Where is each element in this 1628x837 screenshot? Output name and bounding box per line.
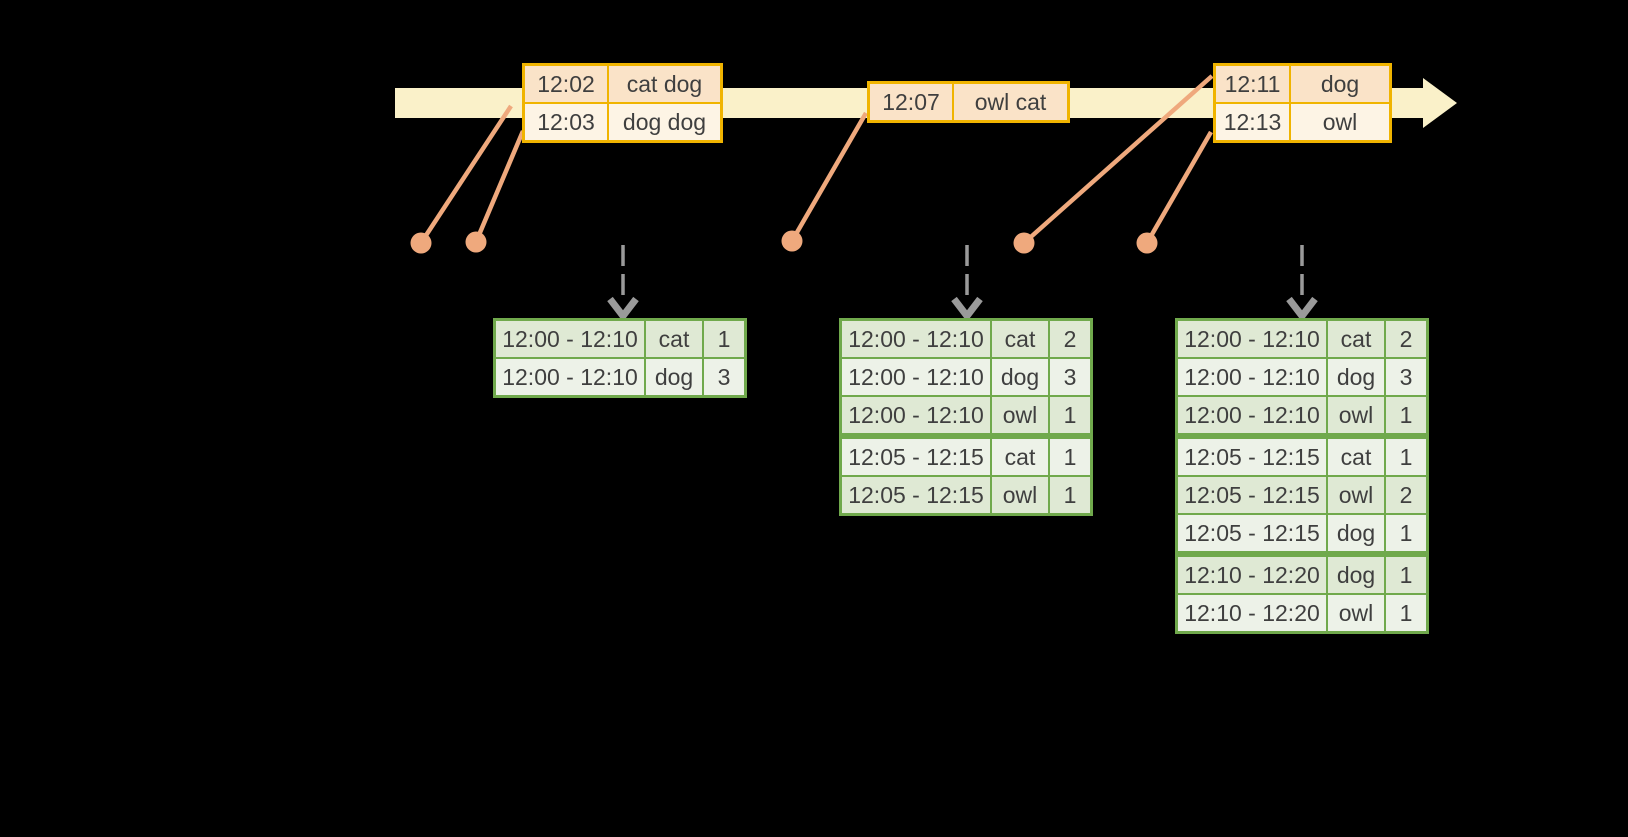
window-cell: 12:00 - 12:10: [1178, 397, 1326, 433]
count-cell: 1: [704, 321, 744, 357]
word-cell: owl: [1328, 397, 1384, 433]
arrow-down-icon: [607, 296, 639, 322]
word-cell: owl: [992, 397, 1048, 433]
count-cell: 2: [1386, 477, 1426, 513]
window-cell: 12:00 - 12:10: [496, 321, 644, 357]
event-dot: [465, 231, 487, 253]
window-cell: 12:00 - 12:10: [1178, 321, 1326, 357]
trigger-arrows: [607, 245, 1318, 322]
word-cell: owl: [1328, 595, 1384, 631]
window-cell: 12:05 - 12:15: [842, 477, 990, 513]
count-cell: 3: [1050, 359, 1090, 395]
event-dot: [781, 230, 803, 252]
event-dots: [410, 230, 1158, 254]
count-cell: 2: [1386, 321, 1426, 357]
word-cell: cat: [992, 439, 1048, 475]
arrow-down-icon: [1286, 296, 1318, 322]
count-cell: 1: [1386, 397, 1426, 433]
window-cell: 12:05 - 12:15: [1178, 515, 1326, 551]
event-time-cell: 12:03: [525, 104, 607, 140]
window-cell: 12:00 - 12:10: [1178, 359, 1326, 395]
event-dot: [410, 232, 432, 254]
event-time-cell: 12:13: [1216, 104, 1289, 140]
connector-line: [473, 130, 526, 243]
count-cell: 1: [1050, 397, 1090, 433]
connector-line: [419, 104, 513, 245]
event-time-cell: 12:02: [525, 66, 607, 102]
count-cell: 1: [1386, 439, 1426, 475]
word-cell: dog: [646, 359, 702, 395]
word-cell: dog: [1328, 557, 1384, 593]
word-cell: dog: [1328, 359, 1384, 395]
count-cell: 3: [704, 359, 744, 395]
window-cell: 12:10 - 12:20: [1178, 557, 1326, 593]
word-cell: owl: [1328, 477, 1384, 513]
timeline-arrowhead-icon: [1423, 78, 1457, 128]
word-cell: cat: [1328, 439, 1384, 475]
window-cell: 12:00 - 12:10: [842, 359, 990, 395]
count-cell: 1: [1050, 439, 1090, 475]
count-cell: 1: [1386, 515, 1426, 551]
word-cell: dog: [1328, 515, 1384, 551]
word-cell: dog: [992, 359, 1048, 395]
count-cell: 1: [1050, 477, 1090, 513]
window-cell: 12:05 - 12:15: [1178, 439, 1326, 475]
connector-line: [1145, 130, 1213, 245]
connector-line: [790, 111, 868, 243]
window-cell: 12:00 - 12:10: [842, 321, 990, 357]
count-cell: 2: [1050, 321, 1090, 357]
word-cell: cat: [992, 321, 1048, 357]
window-cell: 12:05 - 12:15: [842, 439, 990, 475]
event-dot: [1013, 232, 1035, 254]
event-words-cell: owl cat: [954, 84, 1067, 120]
connector-line: [1022, 74, 1214, 245]
window-cell: 12:10 - 12:20: [1178, 595, 1326, 631]
word-cell: cat: [646, 321, 702, 357]
event-words-cell: cat dog: [609, 66, 720, 102]
event-words-cell: dog: [1291, 66, 1389, 102]
count-cell: 1: [1386, 595, 1426, 631]
connector-lines: [419, 74, 1214, 245]
event-time-cell: 12:07: [870, 84, 952, 120]
event-words-cell: owl: [1291, 104, 1389, 140]
event-time-cell: 12:11: [1216, 66, 1289, 102]
window-cell: 12:00 - 12:10: [842, 397, 990, 433]
count-cell: 3: [1386, 359, 1426, 395]
count-cell: 1: [1386, 557, 1426, 593]
event-words-cell: dog dog: [609, 104, 720, 140]
word-cell: cat: [1328, 321, 1384, 357]
window-cell: 12:00 - 12:10: [496, 359, 644, 395]
arrow-down-icon: [951, 296, 983, 322]
window-cell: 12:05 - 12:15: [1178, 477, 1326, 513]
word-cell: owl: [992, 477, 1048, 513]
event-dot: [1136, 232, 1158, 254]
